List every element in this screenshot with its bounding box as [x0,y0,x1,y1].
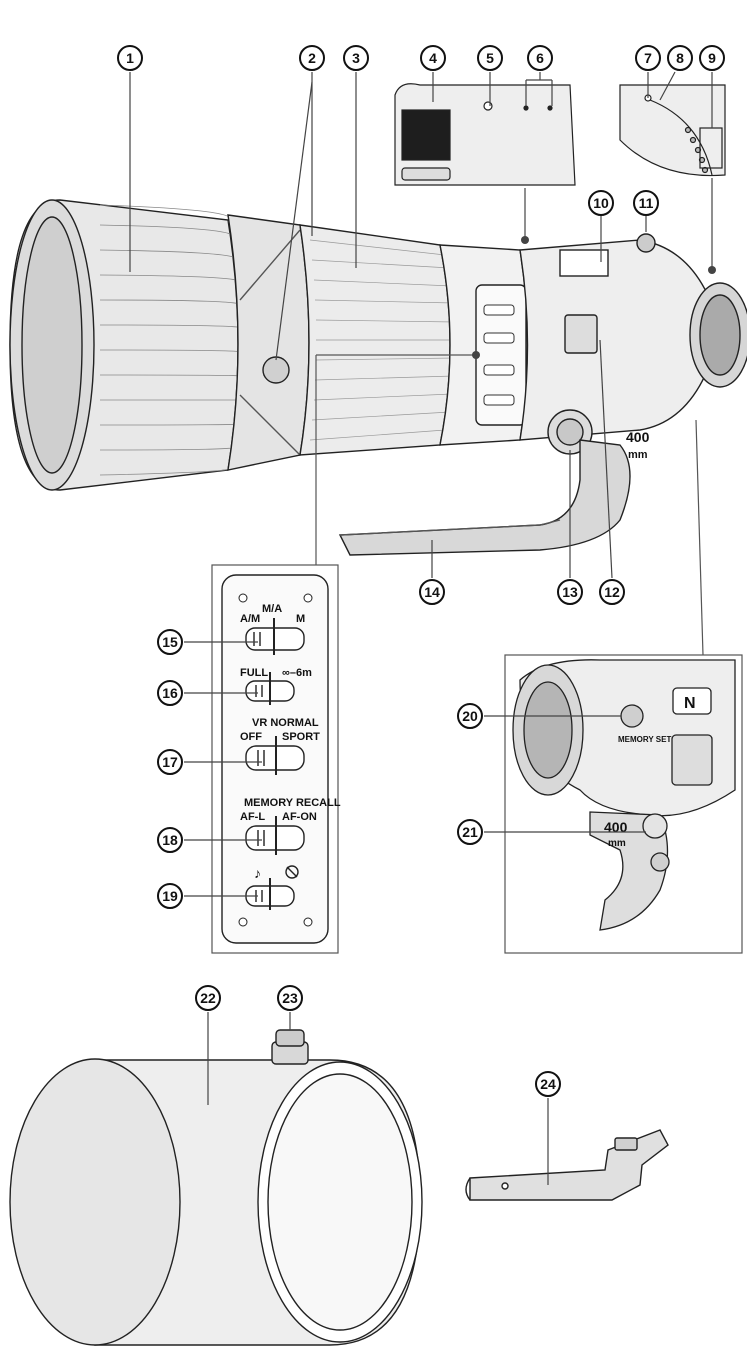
vr-sport: SPORT [282,731,320,743]
sound-switch[interactable]: ♪ [245,865,299,910]
svg-text:24: 24 [540,1076,556,1092]
svg-text:8: 8 [676,50,684,66]
focus-limit-range: ∞–6m [282,667,312,679]
vr-switch[interactable]: VR NORMAL OFF SPORT [240,717,320,775]
svg-text:19: 19 [162,888,178,904]
svg-text:15: 15 [162,634,178,650]
accessory-mount [564,314,598,354]
focus-mode-am: A/M [240,613,260,625]
svg-text:6: 6 [536,50,544,66]
memory-recall-switch[interactable]: MEMORY RECALL AF-L AF-ON [240,797,341,855]
callout-3: 3 [343,45,369,71]
callout-9: 9 [699,45,725,71]
tripod-collar-ring [227,214,310,471]
cpu-contacts [699,127,723,169]
svg-text:13: 13 [562,584,578,600]
memory-set-button[interactable] [620,704,644,728]
memory-afon: AF-ON [282,811,317,823]
svg-text:12: 12 [604,584,620,600]
callout-1: 1 [117,45,143,71]
brand-plate [672,687,712,715]
svg-text:16: 16 [162,685,178,701]
sound-note-icon: ♪ [254,865,261,881]
focus-index-mark [483,101,493,111]
svg-text:1: 1 [126,50,134,66]
svg-text:4: 4 [429,50,437,66]
svg-text:22: 22 [200,990,216,1006]
rear-focal-label: 400 [604,819,628,835]
svg-text:14: 14 [424,584,440,600]
svg-text:3: 3 [352,50,360,66]
svg-text:5: 5 [486,50,494,66]
callout-7: 7 [635,45,661,71]
callout-22: 22 [195,985,221,1011]
callout-markers: 1 2 3 4 5 6 7 8 9 10 11 12 13 14 15 16 1… [117,45,725,1097]
lens-focal-unit: mm [628,449,648,461]
svg-text:17: 17 [162,754,178,770]
rear-view-lens [512,659,736,931]
hood-lock-screw [636,233,656,253]
memory-set-label: MEMORY SET [618,735,671,744]
main-lens [9,199,747,556]
lens-hood-detached [9,1029,423,1346]
callout-6: 6 [527,45,553,71]
callout-4: 4 [420,45,446,71]
focus-mode-switch[interactable]: A/M M/A M [240,603,305,655]
callout-13: 13 [557,579,583,605]
rear-focal-unit: mm [608,838,626,849]
svg-text:7: 7 [644,50,652,66]
callout-12: 12 [599,579,625,605]
memory-top: MEMORY RECALL [244,797,341,809]
svg-text:18: 18 [162,832,178,848]
tripod-foot-detached [465,1129,669,1201]
focus-mode-m: M [296,613,305,625]
callout-18: 18 [157,827,183,853]
switch-panel-frame [211,564,339,954]
sound-speaker [642,813,668,839]
svg-text:21: 21 [462,824,478,840]
focus-limit-full: FULL [240,667,268,679]
sound-off-icon [285,865,299,879]
vr-top: VR NORMAL [252,717,319,729]
callout-10: 10 [588,190,614,216]
focus-limit-switch[interactable]: FULL ∞–6m [240,667,312,705]
hood-front-edge [9,1058,181,1346]
callout-5: 5 [477,45,503,71]
callout-16: 16 [157,680,183,706]
callout-15: 15 [157,629,183,655]
callout-14: 14 [419,579,445,605]
svg-text:9: 9 [708,50,716,66]
rear-barrel [519,239,721,441]
hood-screw-knob [275,1029,305,1047]
svg-text:11: 11 [639,195,654,211]
lens-focal-label: 400 [626,429,650,445]
callout-23: 23 [277,985,303,1011]
tripod-foot [338,439,631,556]
callout-19: 19 [157,883,183,909]
rear-view-frame [504,654,743,954]
callout-8: 8 [667,45,693,71]
collar-lock-knob [262,356,290,384]
focus-mode-ma: M/A [262,603,282,615]
callout-17: 17 [157,749,183,775]
callout-11: 11 [633,190,659,216]
callout-20: 20 [457,703,483,729]
inset-focus-window [394,83,576,186]
svg-text:20: 20 [462,708,478,724]
svg-text:2: 2 [308,50,316,66]
vr-off: OFF [240,731,262,743]
memory-afl: AF-L [240,811,265,823]
callout-2: 2 [299,45,325,71]
brand-mark: N [684,695,696,712]
distance-scale-window [401,109,451,161]
svg-text:10: 10 [593,195,609,211]
svg-text:23: 23 [282,990,298,1006]
callout-24: 24 [535,1071,561,1097]
memory-window [559,249,609,277]
inset-mount [619,84,726,177]
callout-21: 21 [457,819,483,845]
